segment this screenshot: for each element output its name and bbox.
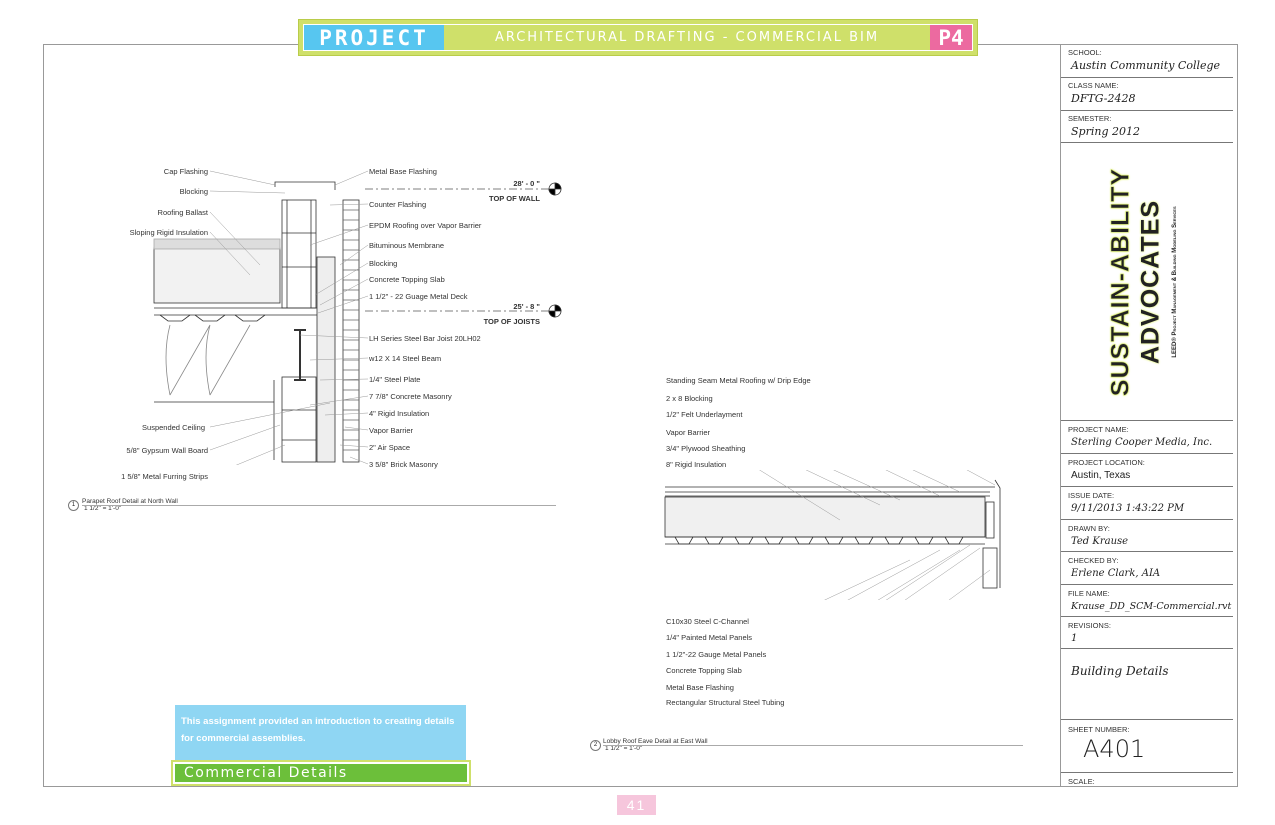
sheet-title-field: Building Details (1061, 648, 1233, 720)
file-name-value: Krause_DD_SCM-Commercial.rvt (1071, 601, 1232, 612)
level-name: TOP OF JOISTS (483, 317, 540, 326)
parapet-detail-drawing (153, 170, 562, 465)
detail2-label: 1/2" Felt Underlayment (666, 410, 743, 419)
detail1-left-label: Cap Flashing (163, 167, 208, 176)
issue-date-value: 9/11/2013 1:43:22 PM (1071, 503, 1185, 514)
detail1-right-label: Concrete Topping Slab (369, 275, 445, 284)
project-banner: PROJECT ARCHITECTURAL DRAFTING - COMMERC… (298, 19, 978, 56)
detail2-label: 1/4" Painted Metal Panels (666, 633, 753, 642)
detail1-left-label: 1 5/8" Metal Furring Strips (121, 472, 208, 481)
drawn-by-field: DRAWN BY: Ted Krause (1061, 519, 1233, 552)
revisions-label: REVISIONS: (1068, 621, 1111, 630)
detail1-left-label: Roofing Ballast (157, 208, 208, 217)
detail1-right-label: 1/4" Steel Plate (369, 375, 421, 384)
detail1-left-label: 5/8" Gypsum Wall Board (126, 446, 208, 455)
scale-label: SCALE: (1068, 777, 1095, 786)
location-value: Austin, Texas (1071, 470, 1131, 481)
level-elevation: 25' - 8 " (513, 302, 540, 311)
detail-scale: 1 1/2" = 1'-0" (84, 505, 122, 512)
sheet-number-field: SHEET NUMBER: A401 (1061, 719, 1233, 773)
school-value: Austin Community College (1071, 59, 1221, 72)
detail-title-line (603, 745, 1023, 746)
detail1-right-label: Blocking (369, 259, 398, 268)
detail1-right-label: 4" Rigid Insulation (369, 409, 430, 418)
sheet-title: Building Details (1071, 664, 1169, 678)
detail2-label: C10x30 Steel C-Channel (666, 617, 749, 626)
drawn-by-label: DRAWN BY: (1068, 524, 1110, 533)
logo-line1: SUSTAIN-ABILITY (1106, 167, 1135, 397)
detail1-right-label: 2" Air Space (369, 443, 411, 452)
semester-label: SEMESTER: (1068, 114, 1112, 123)
project-name-label: PROJECT NAME: (1068, 425, 1129, 434)
section-title: Commercial Details (175, 764, 467, 782)
semester-value: Spring 2012 (1071, 125, 1140, 138)
semester-field: SEMESTER: Spring 2012 (1061, 110, 1233, 143)
level-name: TOP OF WALL (489, 194, 540, 203)
project-name-value: Sterling Cooper Media, Inc. (1071, 437, 1213, 448)
class-field: CLASS NAME: DFTG-2428 (1061, 77, 1233, 111)
detail2-label: 1 1/2"-22 Gauge Metal Panels (666, 650, 767, 659)
detail-scale: 1 1/2" = 1'-0" (605, 745, 643, 752)
assignment-note: This assignment provided an introduction… (175, 705, 466, 762)
file-name-label: FILE NAME: (1068, 589, 1110, 598)
detail2-label: 2 x 8 Blocking (666, 394, 713, 403)
page-number: 41 (617, 795, 656, 815)
detail2-label: 3/4" Plywood Sheathing (666, 444, 746, 453)
detail1-right-label: Vapor Barrier (369, 426, 414, 435)
section-title-bar: Commercial Details (171, 760, 471, 786)
detail-number-marker: 1 (68, 500, 79, 511)
detail2-label: Standing Seam Metal Roofing w/ Drip Edge (666, 376, 811, 385)
detail1-right-label: Counter Flashing (369, 200, 427, 209)
checked-by-value: Erlene Clark, AIA (1071, 568, 1161, 579)
detail1-right-label: Bituminous Membrane (369, 241, 445, 250)
checked-by-label: CHECKED BY: (1068, 556, 1119, 565)
detail2-label: Concrete Topping Slab (666, 666, 742, 675)
detail1-right-label: 1 1/2" - 22 Guage Metal Deck (369, 292, 468, 301)
detail1-left-label: Suspended Ceiling (142, 423, 205, 432)
revisions-value: 1 (1071, 633, 1078, 644)
logo-tagline: LEED® Project Management & Building Mode… (1172, 206, 1178, 358)
project-name-field: PROJECT NAME: Sterling Cooper Media, Inc… (1061, 420, 1233, 454)
school-label: SCHOOL: (1068, 48, 1102, 57)
revisions-field: REVISIONS: 1 (1061, 616, 1233, 649)
eave-detail-drawing (664, 470, 1001, 600)
class-label: CLASS NAME: (1068, 81, 1119, 90)
title-block: SCHOOL: Austin Community College CLASS N… (1060, 44, 1239, 787)
checked-by-field: CHECKED BY: Erlene Clark, AIA (1061, 551, 1233, 585)
level-elevation: 28' - 0 " (513, 179, 540, 188)
project-location-field: PROJECT LOCATION: Austin, Texas (1061, 453, 1233, 487)
detail1-right-label: 7 7/8" Concrete Masonry (369, 392, 452, 401)
detail-title: Lobby Roof Eave Detail at East Wall (603, 738, 708, 745)
detail1-left-label: Sloping Rigid Insulation (129, 228, 208, 237)
detail-title-line (82, 505, 556, 506)
detail1-right-label: LH Series Steel Bar Joist 20LH02 (369, 334, 481, 343)
drawn-by-value: Ted Krause (1071, 536, 1129, 547)
company-logo: SUSTAIN-ABILITY ADVOCATES LEED® Project … (1061, 142, 1233, 421)
file-name-field: FILE NAME: Krause_DD_SCM-Commercial.rvt (1061, 584, 1233, 617)
detail2-label: 8" Rigid Insulation (666, 460, 727, 469)
detail2-label: Vapor Barrier (666, 428, 711, 437)
project-code: P4 (930, 25, 972, 50)
school-field: SCHOOL: Austin Community College (1061, 44, 1233, 78)
logo-line2: ADVOCATES (1136, 199, 1165, 365)
location-label: PROJECT LOCATION: (1068, 458, 1145, 467)
detail1-right-label: EPDM Roofing over Vapor Barrier (369, 221, 482, 230)
detail1-left-label: Blocking (179, 187, 208, 196)
issue-date-label: ISSUE DATE: (1068, 491, 1115, 500)
course-title: ARCHITECTURAL DRAFTING - COMMERCIAL BIM (494, 30, 880, 45)
detail2-label: Metal Base Flashing (666, 683, 734, 692)
detail-number-marker: 2 (590, 740, 601, 751)
detail1-right-label: 3 5/8" Brick Masonry (369, 460, 438, 469)
detail2-label: Rectangular Structural Steel Tubing (666, 698, 785, 707)
detail-title: Parapet Roof Detail at North Wall (82, 498, 178, 505)
issue-date-field: ISSUE DATE: 9/11/2013 1:43:22 PM (1061, 486, 1233, 520)
sheet-number-value: A401 (1083, 735, 1146, 763)
detail1-right-label: w12 X 14 Steel Beam (369, 354, 442, 363)
class-value: DFTG-2428 (1071, 92, 1136, 105)
detail1-right-label: Metal Base Flashing (369, 167, 437, 176)
sheet-number-label: SHEET NUMBER: (1068, 725, 1130, 734)
project-label: PROJECT (304, 25, 444, 50)
